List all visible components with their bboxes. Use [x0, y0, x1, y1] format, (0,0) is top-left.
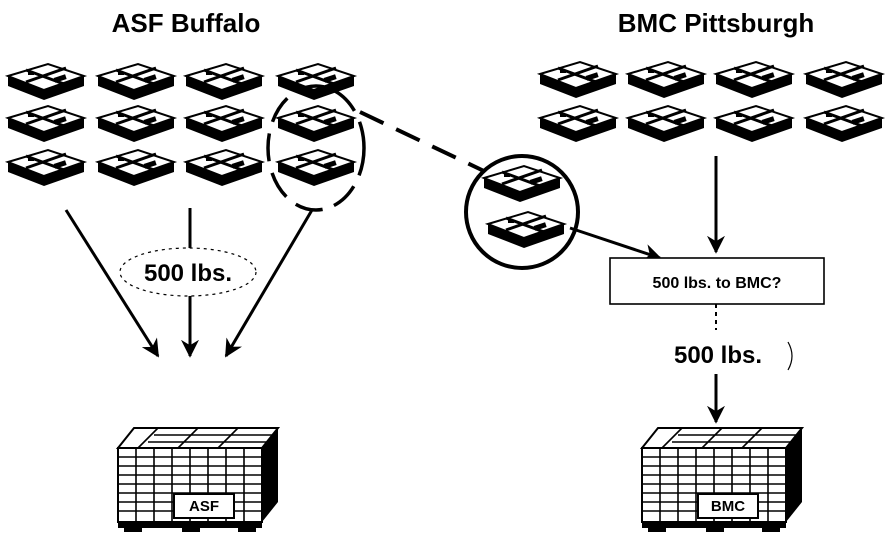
box-icon [714, 60, 794, 100]
bmc-weight-bracket [787, 341, 793, 371]
box-icon [804, 104, 884, 144]
box-icon [184, 148, 264, 188]
box-icon [804, 60, 884, 100]
box-icon [538, 60, 618, 100]
box-icon [96, 62, 176, 102]
box-icon [6, 62, 86, 102]
box-icon [184, 104, 264, 144]
box-icon [184, 62, 264, 102]
bmc-pallet-label: BMC [711, 498, 745, 515]
decision-box-label: 500 lbs. to BMC? [653, 275, 782, 292]
box-icon [626, 104, 706, 144]
asf-pallet [117, 427, 279, 533]
decision-box [609, 257, 825, 305]
box-icon [276, 148, 356, 188]
asf-weight-label: 500 lbs. [144, 260, 232, 287]
bmc-pallet [641, 427, 803, 533]
dashed-connector [359, 110, 487, 174]
asf-buffalo-title: ASF Buffalo [112, 8, 261, 38]
box-icon [6, 148, 86, 188]
magnified-to-decision-arrow [569, 226, 662, 262]
bmc-pittsburgh-title: BMC Pittsburgh [618, 8, 814, 38]
bmc-weight-label: 500 lbs. [674, 342, 762, 369]
asf-box-grid [6, 62, 356, 188]
box-icon [276, 104, 356, 144]
box-icon [626, 60, 706, 100]
magnified-boxes-circle [464, 154, 580, 270]
asf-weight-label-bg [119, 247, 257, 297]
bmc-box-grid [538, 60, 884, 144]
asf-pallet-label: ASF [189, 498, 219, 515]
box-icon [96, 148, 176, 188]
box-icon [96, 104, 176, 144]
box-icon [6, 104, 86, 144]
box-icon [538, 104, 618, 144]
asf-selection-circle [266, 84, 366, 212]
box-icon [714, 104, 794, 144]
